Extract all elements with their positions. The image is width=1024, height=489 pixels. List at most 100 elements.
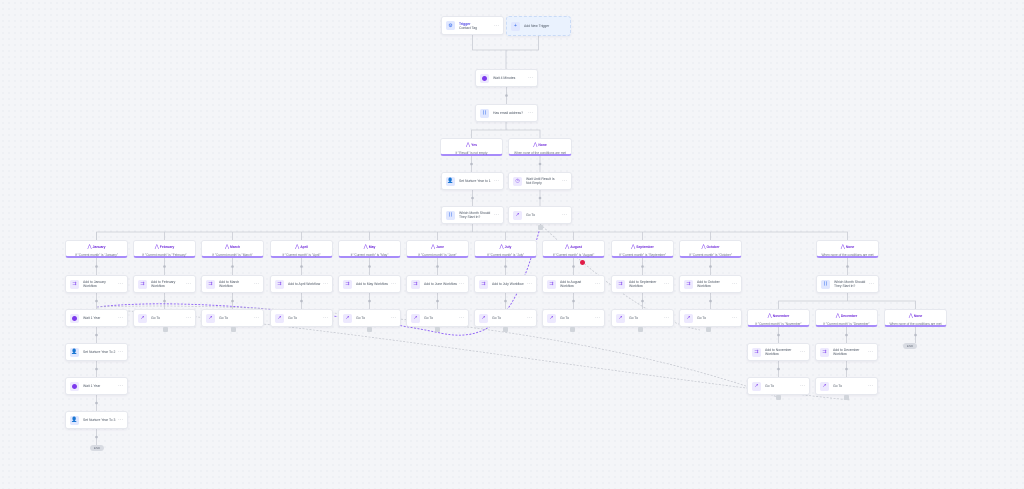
action-go-to[interactable]: ↗ Go To ··· [201, 309, 264, 327]
more-menu-icon[interactable]: ··· [595, 315, 600, 321]
more-menu-icon[interactable]: ··· [118, 315, 123, 321]
action-which-month-should-they-start-in[interactable]: ⟨⟩ Which Month Should They Start In? ··· [816, 275, 879, 293]
add-step-dot[interactable] [231, 265, 234, 268]
more-menu-icon[interactable]: ··· [459, 281, 464, 287]
add-step-dot[interactable] [777, 333, 780, 337]
end-node[interactable]: END [903, 343, 917, 349]
action-wait-1-year[interactable]: Wait 1 Year ··· [65, 309, 128, 327]
add-step-dot[interactable] [504, 265, 507, 268]
action-add-to-may-workflow[interactable]: ⇉ Add to May Workflow ··· [338, 275, 401, 293]
more-menu-icon[interactable]: ··· [323, 315, 328, 321]
add-step-dot[interactable] [709, 265, 712, 268]
more-menu-icon[interactable]: ··· [494, 178, 499, 184]
action-go-to[interactable]: ↗ Go To ··· [611, 309, 674, 327]
add-step-dot[interactable] [95, 265, 98, 268]
more-menu-icon[interactable]: ··· [800, 349, 805, 355]
more-menu-icon[interactable]: ··· [595, 281, 600, 287]
more-menu-icon[interactable]: ··· [868, 383, 873, 389]
more-menu-icon[interactable]: ··· [186, 315, 191, 321]
goto-target-icon[interactable] [844, 395, 849, 400]
add-step-dot[interactable] [95, 333, 98, 337]
more-menu-icon[interactable]: ··· [186, 281, 191, 287]
action-has-email-address[interactable]: ⟨⟩ Has email address? ··· [475, 104, 538, 122]
add-step-dot[interactable] [95, 367, 98, 371]
action-add-to-august-workflow[interactable]: ⇉ Add to August Workflow ··· [542, 275, 605, 293]
more-menu-icon[interactable]: ··· [868, 349, 873, 355]
add-step-dot[interactable] [505, 94, 508, 97]
add-step-dot[interactable] [845, 367, 848, 371]
more-menu-icon[interactable]: ··· [494, 22, 499, 29]
more-menu-icon[interactable]: ··· [118, 383, 123, 389]
action-go-to[interactable]: ↗ Go To ··· [338, 309, 401, 327]
goto-target-icon[interactable] [367, 327, 372, 332]
more-menu-icon[interactable]: ··· [494, 212, 499, 218]
add-step-dot[interactable] [538, 196, 542, 200]
goto-target-icon[interactable] [706, 327, 711, 332]
more-menu-icon[interactable]: ··· [528, 110, 533, 116]
action-add-to-february-workflow[interactable]: ⇉ Add to February Workflow ··· [133, 275, 196, 293]
add-trigger-button[interactable]: + Add New Trigger [506, 16, 571, 36]
more-menu-icon[interactable]: ··· [562, 178, 567, 184]
add-step-dot[interactable] [436, 265, 439, 268]
add-step-dot[interactable] [538, 162, 542, 166]
more-menu-icon[interactable]: ··· [800, 383, 805, 389]
add-step-dot[interactable] [231, 299, 234, 303]
goto-target-icon[interactable] [638, 327, 643, 332]
add-step-dot[interactable] [777, 367, 780, 371]
action-add-to-december-workflow[interactable]: ⇉ Add to December Workflow ··· [815, 343, 878, 361]
add-step-dot[interactable] [846, 265, 849, 268]
action-add-to-march-workflow[interactable]: ⇉ Add to March Workflow ··· [201, 275, 264, 293]
goto-target-icon[interactable] [503, 327, 508, 332]
action-set-nurture-year-to-3[interactable]: 👤 Set Nurture Year To 3 ··· [65, 411, 128, 429]
add-step-dot[interactable] [163, 299, 166, 303]
more-menu-icon[interactable]: ··· [254, 315, 259, 321]
add-step-dot[interactable] [95, 435, 98, 439]
add-step-dot[interactable] [163, 265, 166, 268]
action-set-nurture-year-to-1[interactable]: 👤 Set Nurture Year to 1 ··· [441, 172, 504, 190]
goto-target-icon[interactable] [538, 225, 543, 230]
action-add-to-april-workflow[interactable]: ⇉ Add to April Workflow ··· [270, 275, 333, 293]
add-step-dot[interactable] [436, 299, 439, 303]
add-step-dot[interactable] [95, 299, 98, 303]
add-step-dot[interactable] [641, 265, 644, 268]
more-menu-icon[interactable]: ··· [664, 281, 669, 287]
add-step-dot[interactable] [471, 196, 474, 200]
goto-target-icon[interactable] [435, 327, 440, 332]
more-menu-icon[interactable]: ··· [118, 417, 123, 423]
add-step-dot[interactable] [914, 333, 917, 337]
action-go-to[interactable]: ↗ Go To ··· [815, 377, 878, 395]
end-node[interactable]: END [90, 445, 104, 451]
more-menu-icon[interactable]: ··· [664, 315, 669, 321]
add-step-dot[interactable] [709, 299, 712, 303]
action-add-to-july-workflow[interactable]: ⇉ Add to July Workflow ··· [474, 275, 537, 293]
action-add-to-october-workflow[interactable]: ⇉ Add to October Workflow ··· [679, 275, 742, 293]
more-menu-icon[interactable]: ··· [254, 281, 259, 287]
action-go-to[interactable]: ↗ Go To ··· [542, 309, 605, 327]
more-menu-icon[interactable]: ··· [869, 281, 874, 287]
action-set-nurture-year-to-2[interactable]: 👤 Set Nurture Year To 2 ··· [65, 343, 128, 361]
more-menu-icon[interactable]: ··· [118, 281, 123, 287]
action-go-to[interactable]: ↗ Go To ··· [270, 309, 333, 327]
action-go-to[interactable]: ↗ Go To ··· [747, 377, 810, 395]
goto-target-icon[interactable] [776, 395, 781, 400]
add-step-dot[interactable] [368, 299, 371, 303]
add-step-dot[interactable] [368, 265, 371, 268]
add-step-dot[interactable] [504, 299, 507, 303]
more-menu-icon[interactable]: ··· [118, 349, 123, 355]
more-menu-icon[interactable]: ··· [459, 315, 464, 321]
goto-target-icon[interactable] [570, 327, 575, 332]
